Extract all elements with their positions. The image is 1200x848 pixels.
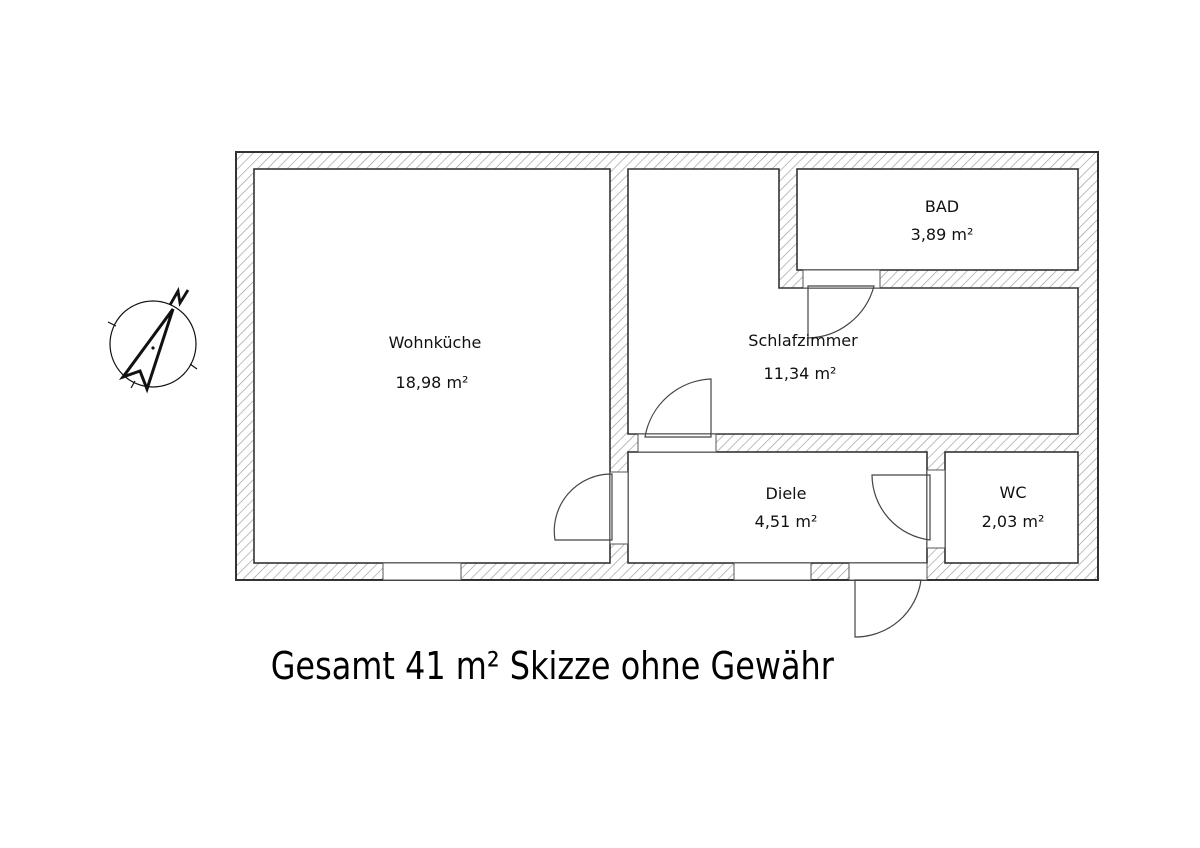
room-area-schlafzimmer: 11,34 m² [764,364,837,383]
plan-caption: Gesamt 41 m² Skizze ohne Gewähr [270,644,834,688]
north-label-glyph [168,286,190,307]
door-swing-wohnkueche [553,473,613,541]
walls [235,151,1099,581]
room-name-bad: BAD [925,197,959,216]
room-name-diele: Diele [766,484,807,503]
door-opening-wc [926,469,946,549]
door-opening-bad [802,269,881,289]
room-diele [627,451,928,564]
door-swing-schlafzimmer [644,378,712,438]
compass-icon [107,286,198,394]
doors [553,285,931,638]
room-area-diele: 4,51 m² [755,512,818,531]
room-schlafzimmer [627,168,1079,435]
room-name-wc: WC [1000,483,1027,502]
room-wc [944,451,1079,564]
door-swing-bad [807,285,875,339]
entrance-opening [848,562,928,581]
door-opening-wohnkueche [609,471,629,545]
window-wohnkueche [382,562,462,581]
window-diele [733,562,812,581]
compass-needle [118,308,175,394]
room-labels: Wohnküche 18,98 m² Schlafzimmer 11,34 m²… [389,197,1045,531]
room-area-wc: 2,03 m² [982,512,1045,531]
room-bad [796,168,1079,271]
room-area-wohnkueche: 18,98 m² [396,373,469,392]
door-swing-entrance [854,579,922,638]
door-swing-wc [871,474,931,541]
room-name-wohnkueche: Wohnküche [389,333,482,352]
compass-circle [109,300,197,388]
room-area-bad: 3,89 m² [911,225,974,244]
room-name-schlafzimmer: Schlafzimmer [748,331,858,350]
room-wohnkueche [253,168,611,564]
door-opening-schlafzimmer [637,433,717,453]
